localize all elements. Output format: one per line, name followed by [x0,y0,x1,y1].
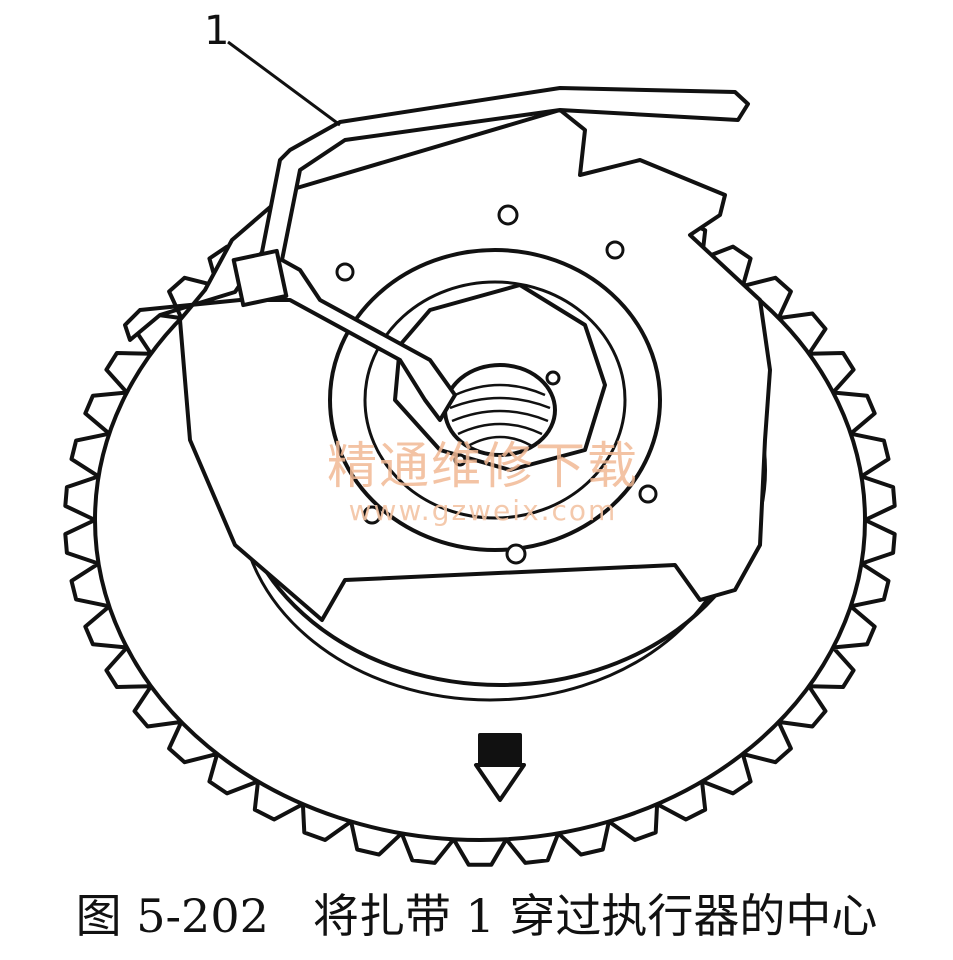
callout-leader-line [227,40,341,127]
callout-label: 1 [204,8,230,54]
bolt-holes [335,204,658,565]
bore-threads [449,383,551,448]
caption-text: 将扎带 1 穿过执行器的中心 [312,889,878,943]
timing-mark-icon [474,733,526,802]
zip-tie-head [231,248,289,308]
figure-caption: 图 5-202 将扎带 1 穿过执行器的中心 [0,880,953,946]
figure-number: 图 5-202 [75,889,269,943]
actuator-inner-ring [363,280,627,520]
zip-tie [123,86,750,422]
